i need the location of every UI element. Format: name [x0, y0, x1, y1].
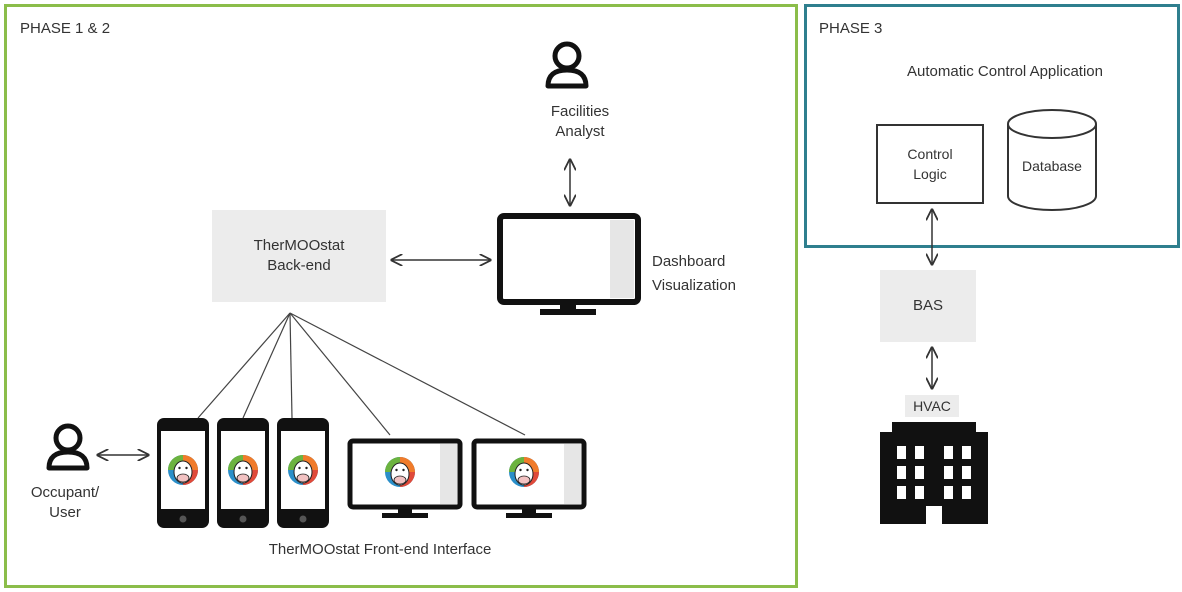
- frontend-monitor-icon-2: [471, 438, 587, 518]
- occupant-person-icon: [49, 426, 87, 468]
- occupant-line2: User: [49, 504, 81, 521]
- phase-3-title: PHASE 3: [819, 20, 883, 37]
- occupant-line1: Occupant/: [30, 484, 100, 501]
- facilities-analyst-line1: Facilities: [550, 103, 610, 120]
- backend-fan-lines: [197, 312, 526, 436]
- smartphone-icon-1: [157, 418, 209, 528]
- smartphone-icon-3: [277, 418, 329, 528]
- occupant-label: Occupant/ User: [10, 483, 120, 523]
- building-icon: [880, 422, 988, 524]
- phase-3-panel: [804, 4, 1180, 248]
- database-label: Database: [1022, 158, 1082, 174]
- backend-label-line2: Back-end: [267, 257, 331, 274]
- frontend-monitor-icon-1: [347, 438, 463, 518]
- backend-box: TherMOOstat Back-end: [212, 210, 386, 302]
- bas-label: BAS: [912, 297, 943, 314]
- hvac-label-box: HVAC: [905, 395, 959, 417]
- dashboard-label: Dashboard Visualization: [652, 250, 782, 298]
- hvac-label: HVAC: [913, 398, 951, 414]
- bas-box: BAS: [880, 270, 976, 342]
- control-logic-line2: Logic: [913, 166, 947, 182]
- automatic-control-app-title: Automatic Control Application: [907, 63, 1103, 80]
- backend-label-line1: TherMOOstat: [253, 237, 345, 254]
- smartphone-icon-2: [217, 418, 269, 528]
- facilities-analyst-label: Facilities Analyst: [520, 102, 640, 142]
- control-logic-line1: Control: [907, 146, 953, 162]
- dashboard-line2: Visualization: [652, 277, 736, 294]
- frontend-label: TherMOOstat Front-end Interface: [268, 541, 492, 558]
- dashboard-monitor-icon: [497, 213, 641, 315]
- facilities-analyst-line2: Analyst: [555, 123, 605, 140]
- dashboard-line1: Dashboard: [652, 253, 726, 270]
- facilities-analyst-person-icon: [548, 44, 586, 86]
- database-cylinder-icon: [1007, 109, 1097, 211]
- phase-1-2-title: PHASE 1 & 2: [20, 20, 111, 37]
- phase-1-2-panel: [4, 4, 798, 588]
- control-logic-box: Control Logic: [876, 124, 984, 204]
